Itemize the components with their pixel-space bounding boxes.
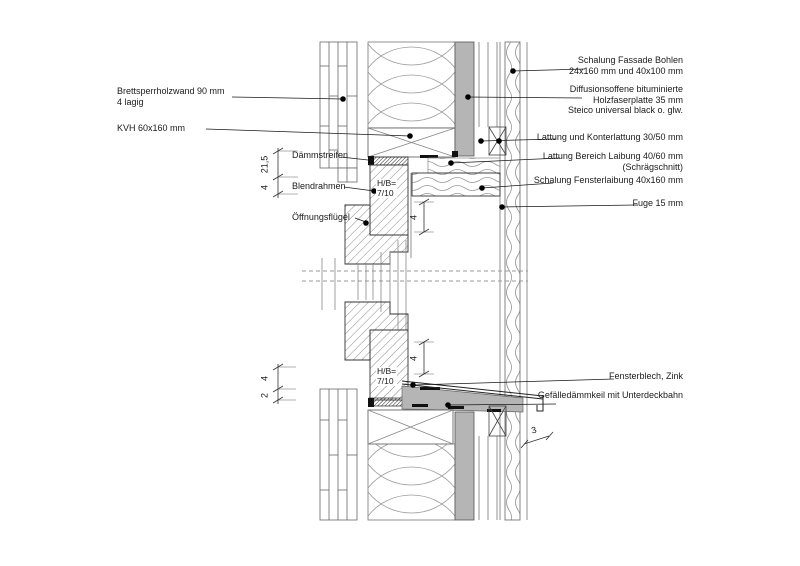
dim-4-reveal-bottom: 4 [408, 356, 419, 362]
window-frame-top [369, 164, 409, 236]
label-holzfaserplatte: Diffusionsoffene bituminierte Holzfaserp… [567, 84, 683, 115]
zinc-flashing [401, 380, 544, 412]
label-schalung-fensterlaibung: Schalung Fensterlaibung 40x160 mm [533, 175, 683, 185]
label-kvh: KVH 60x160 mm [117, 123, 186, 133]
clt-wall-top [319, 41, 358, 183]
label-schalung-fassade: Schalung Fassade Bohlen 24x160 mm und 40… [568, 55, 683, 76]
label-daemmstreifen: Dämmstreifen [292, 150, 349, 160]
label-blendrahmen: Blendrahmen [292, 181, 346, 191]
kvh-beam-bottom [367, 409, 454, 445]
counter-batten-bottom [478, 405, 507, 520]
dim-4-reveal-top: 4 [408, 215, 419, 221]
break-lines [302, 270, 528, 282]
insulation-bottom [367, 443, 456, 521]
woodfiber-board-top [452, 41, 475, 157]
label-fensterblech: Fensterblech, Zink [608, 371, 683, 381]
woodfiber-board-bottom [454, 411, 475, 521]
label-lattung-konterlattung: Lattung und Konterlattung 30/50 mm [536, 132, 683, 142]
clt-wall-bottom [319, 388, 358, 521]
frame-size-top: H/B= 7/10 [376, 178, 398, 198]
window-continuation-lines [321, 240, 407, 330]
frame-size-bottom: H/B= 7/10 [376, 366, 398, 386]
laibung-batten-top [427, 157, 501, 174]
label-lattung-laibung: Lattung Bereich Laibung 40/60 mm (Schräg… [542, 151, 683, 172]
insulation-wedge [401, 385, 524, 413]
leader-dots [340, 68, 516, 408]
reveal-board [410, 172, 501, 258]
label-oeffnungsfluegel: Öffnungsflügel [292, 212, 350, 222]
label-fuge: Fuge 15 mm [632, 198, 683, 208]
dim-2-bottom: 2 [259, 393, 270, 399]
label-gefaelledaemmkeil: Gefälledämmkeil mit Unterdeckbahn [537, 390, 683, 400]
counter-batten-top [478, 42, 507, 156]
leader-lines [205, 68, 639, 406]
label-brettsperrholzwand: Brettsperrholzwand 90 mm 4 lagig [117, 86, 225, 107]
dimension-marks [272, 147, 554, 449]
insulation-top [367, 41, 456, 129]
dim-4-top: 4 [259, 185, 270, 191]
kvh-beam-top [367, 127, 456, 158]
